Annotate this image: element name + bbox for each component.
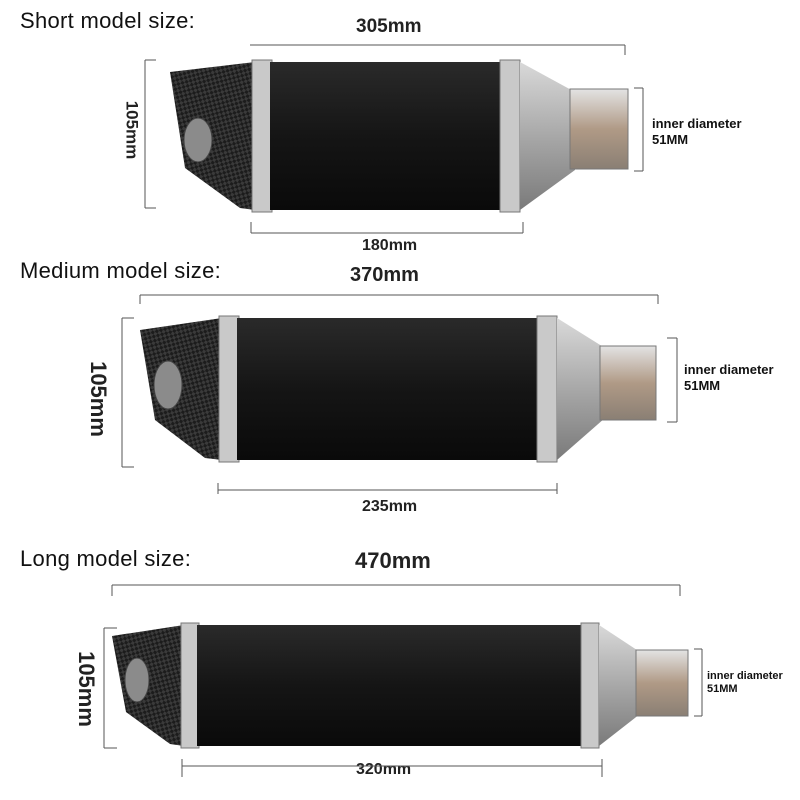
- short-total-length-label: 305mm: [356, 16, 422, 37]
- short-inner-diameter-line: [634, 87, 644, 172]
- short-height-line: [144, 59, 156, 209]
- medium-inner-diameter-line: [667, 337, 678, 423]
- long-outlet-hole: [124, 657, 150, 703]
- medium-inner-diameter-label: inner diameter 51MM: [684, 362, 774, 394]
- medium-inner-diameter-value: 51MM: [684, 378, 721, 393]
- medium-cone: [557, 318, 605, 460]
- medium-body-length-line: [217, 483, 558, 494]
- long-model-title: Long model size:: [20, 546, 192, 571]
- short-carbon-tip: [170, 62, 255, 210]
- medium-total-length-line: [139, 294, 659, 304]
- long-total-length-line: [111, 584, 681, 596]
- long-height-line: [103, 627, 117, 749]
- short-model-title: Short model size:: [20, 8, 196, 33]
- long-body-length-line: [181, 759, 603, 777]
- short-body-length-line: [250, 222, 524, 234]
- short-cone: [520, 62, 575, 210]
- medium-model-title: Medium model size:: [20, 258, 222, 283]
- short-total-length-line: [250, 44, 626, 55]
- short-inner-diameter-text: inner diameter: [652, 116, 742, 131]
- long-inner-diameter-text: inner diameter: [707, 670, 783, 682]
- short-outlet-hole: [183, 117, 213, 163]
- short-muffler-body: [270, 62, 502, 210]
- medium-outlet-hole: [153, 360, 183, 410]
- long-front-ring: [180, 622, 200, 749]
- long-cone: [599, 625, 640, 746]
- long-inner-diameter-value: 51MM: [707, 683, 738, 695]
- medium-inner-diameter-text: inner diameter: [684, 362, 774, 377]
- long-inner-diameter-label: inner diameter 51MM: [707, 670, 783, 696]
- short-inner-diameter-label: inner diameter 51MM: [652, 116, 742, 148]
- medium-height-line: [121, 317, 134, 468]
- long-body-length-label: 320mm: [356, 761, 412, 778]
- medium-muffler-body: [237, 318, 539, 460]
- medium-body-length-label: 235mm: [362, 498, 418, 515]
- short-body-length-label: 180mm: [362, 237, 418, 254]
- short-inlet-pipe: [569, 88, 629, 170]
- long-muffler-body: [197, 625, 583, 746]
- short-inner-diameter-value: 51MM: [652, 132, 689, 147]
- long-inlet-pipe: [635, 649, 689, 717]
- long-inner-diameter-line: [694, 648, 703, 717]
- long-rear-ring: [580, 622, 600, 749]
- long-total-length-label: 470mm: [355, 548, 431, 573]
- medium-total-length-label: 370mm: [350, 264, 419, 286]
- medium-inlet-pipe: [599, 345, 657, 421]
